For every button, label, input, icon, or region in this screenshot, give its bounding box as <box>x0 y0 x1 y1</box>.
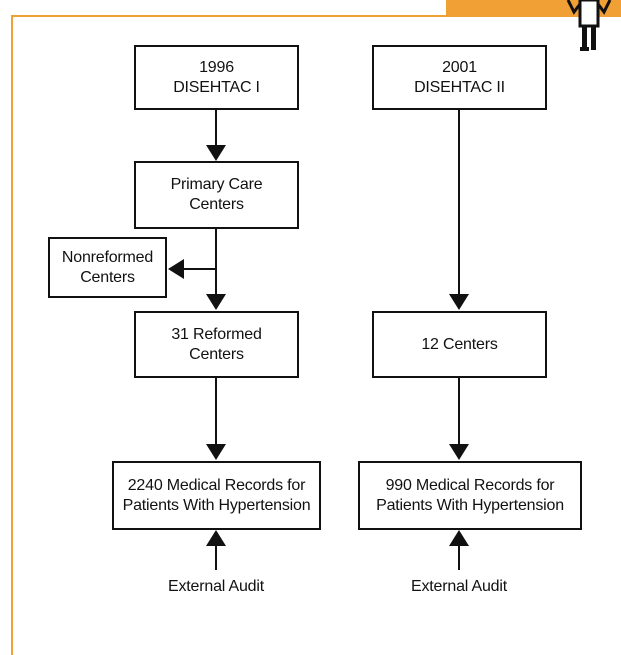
frame-border <box>11 15 621 655</box>
arrowhead-records-right <box>449 444 469 460</box>
label-external-audit-left: External Audit <box>168 578 264 595</box>
arrowhead-12centers <box>449 294 469 310</box>
box-31-reformed-centers: 31 Reformed Centers <box>134 311 299 378</box>
arrowhead-primary <box>206 145 226 161</box>
box-nonreformed-centers: Nonreformed Centers <box>48 237 167 298</box>
arrowhead-reformed <box>206 294 226 310</box>
connector-layer <box>168 110 469 570</box>
box-12-centers: 12 Centers <box>372 311 547 378</box>
label-external-audit-right: External Audit <box>411 578 507 595</box>
orange-header-tab <box>446 0 621 17</box>
arrowhead-audit-left <box>206 530 226 546</box>
box-2001-disehtac-2: 2001 DISEHTAC II <box>372 45 547 110</box>
box-primary-care-centers: Primary Care Centers <box>134 161 299 229</box>
arrowhead-records-left <box>206 444 226 460</box>
arrowhead-nonreformed <box>168 259 184 279</box>
person-figure-icon <box>566 0 612 51</box>
box-990-medical-records: 990 Medical Records for Patients With Hy… <box>358 461 582 530</box>
box-2240-medical-records: 2240 Medical Records for Patients With H… <box>112 461 321 530</box>
box-1996-disehtac-1: 1996 DISEHTAC I <box>134 45 299 110</box>
arrowhead-audit-right <box>449 530 469 546</box>
